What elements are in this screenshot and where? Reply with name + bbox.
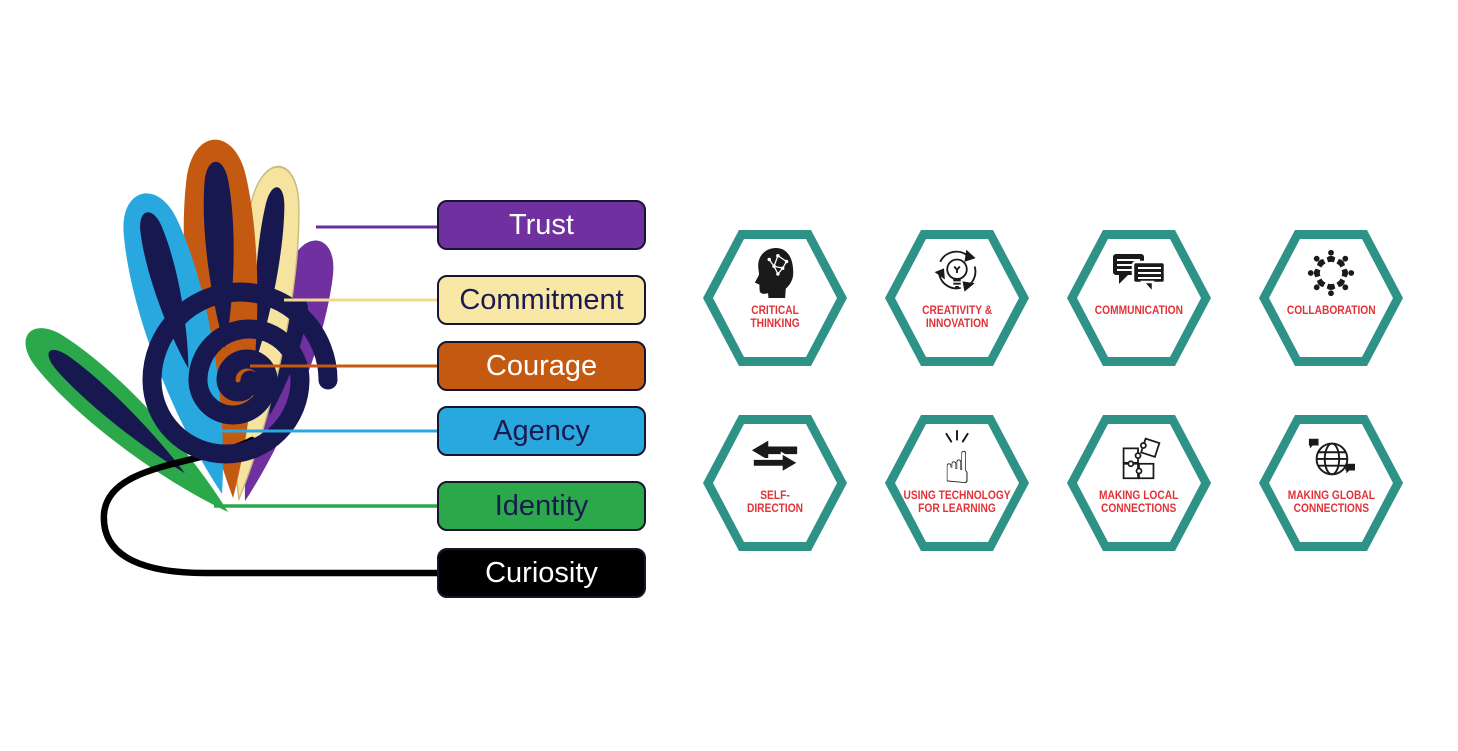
badge-using-technology: ☝ USING TECHNOLOGY FOR LEARNING [885, 415, 1029, 551]
speech-bubbles-icon [1107, 245, 1171, 301]
badge-communication: COMMUNICATION [1067, 230, 1211, 366]
label-box-agency: Agency [437, 406, 646, 456]
badge-local-connections: MAKING LOCAL CONNECTIONS [1067, 415, 1211, 551]
label-text: Curiosity [485, 556, 598, 589]
opposite-arrows-icon [743, 430, 807, 486]
label-text: Trust [509, 208, 574, 241]
badge-self-direction: SELF- DIRECTION [703, 415, 847, 551]
koru-spiral [142, 282, 338, 464]
badge-label: MAKING GLOBAL CONNECTIONS [1287, 488, 1375, 515]
badge-critical-thinking: CRITICAL THINKING [703, 230, 847, 366]
label-box-commitment: Commitment [437, 275, 646, 325]
hexagon-fill [895, 424, 1019, 542]
label-box-curiosity: Curiosity [437, 548, 646, 598]
puzzle-pieces-icon [1107, 430, 1171, 486]
badge-collaboration: COLLABORATION [1259, 230, 1403, 366]
badge-label: COMMUNICATION [1094, 303, 1184, 317]
globe-chat-icon [1299, 430, 1363, 486]
head-network-icon [743, 245, 807, 301]
label-text: Agency [493, 414, 590, 447]
badge-label: MAKING LOCAL CONNECTIONS [1099, 488, 1179, 515]
badge-label: CREATIVITY & INNOVATION [922, 303, 992, 330]
label-box-courage: Courage [437, 341, 646, 391]
label-text: Courage [485, 349, 598, 382]
label-text: Commitment [459, 283, 624, 316]
koru-flower-illustration [12, 137, 444, 577]
hexagon-fill [713, 424, 837, 542]
badge-global-connections: MAKING GLOBAL CONNECTIONS [1259, 415, 1403, 551]
label-text: Identity [494, 489, 589, 522]
lightbulb-cycle-icon [925, 245, 989, 301]
people-circle-icon [1299, 245, 1363, 301]
badge-label: SELF- DIRECTION [746, 488, 804, 515]
badge-creativity-innovation: CREATIVITY & INNOVATION [885, 230, 1029, 366]
clicking-hand-icon: ☝ [925, 429, 989, 487]
badge-label: COLLABORATION [1286, 303, 1376, 317]
badge-label: CRITICAL THINKING [750, 303, 800, 330]
label-box-identity: Identity [437, 481, 646, 531]
badge-label: USING TECHNOLOGY FOR LEARNING [903, 488, 1011, 515]
svg-text:☝: ☝ [943, 443, 970, 487]
label-box-trust: Trust [437, 200, 646, 250]
